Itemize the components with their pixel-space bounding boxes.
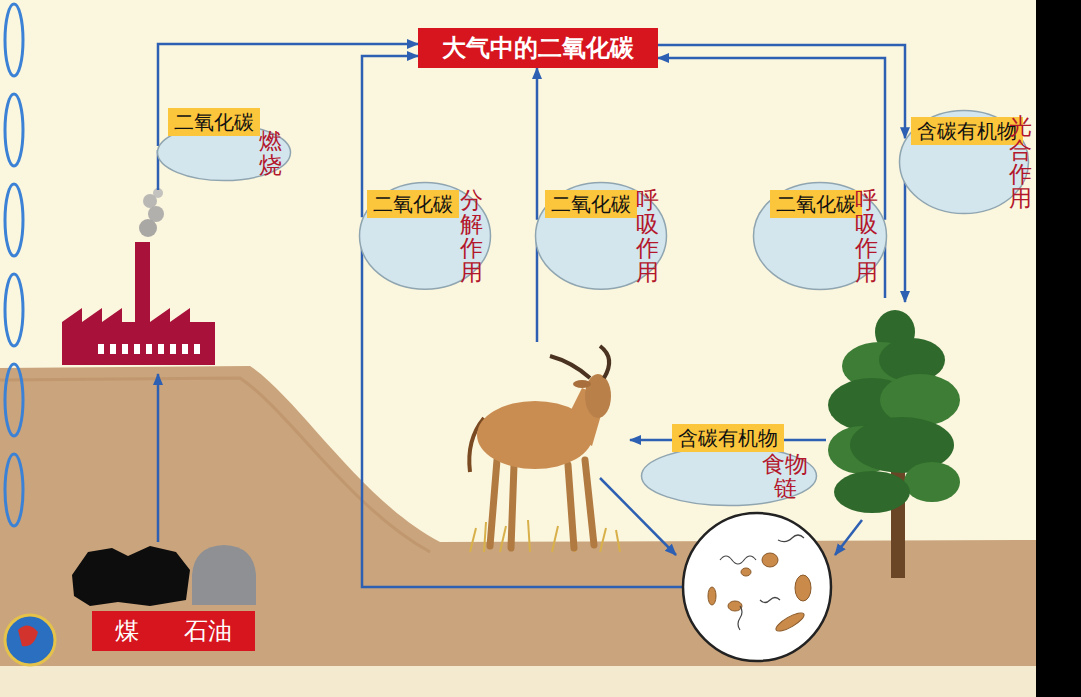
- node-text: 呼吸 作用: [626, 188, 668, 285]
- factory-window: [146, 344, 152, 354]
- antelope-leg: [585, 460, 594, 545]
- microbe-flagellum: [720, 556, 756, 564]
- factory-window: [98, 344, 104, 354]
- dna-decoration: [5, 4, 23, 76]
- node-text: 石油: [184, 615, 232, 647]
- process-ellipse: 二氧化碳分解 作用: [358, 181, 492, 291]
- process-ellipse: 含碳有机物食物链: [640, 445, 818, 507]
- flow-arrow: [658, 45, 905, 138]
- floor-band: [0, 666, 1036, 697]
- process-ellipse: 二氧化碳呼吸 作用: [752, 181, 888, 291]
- side-strip: [1036, 0, 1081, 697]
- flow-arrow: [536, 68, 539, 220]
- label-tag: 二氧化碳: [168, 108, 260, 136]
- ground-shade: [0, 378, 430, 552]
- microbe: [728, 601, 742, 611]
- microbe: [795, 575, 811, 601]
- factory-window: [134, 344, 140, 354]
- label-tag: 二氧化碳: [367, 190, 459, 218]
- dna-decoration: [5, 184, 23, 256]
- tree-foliage: [904, 462, 960, 502]
- antelope-head: [585, 374, 611, 418]
- process-ellipse: 含碳有机物光合 作用: [898, 109, 1030, 215]
- antelope-horn: [600, 346, 609, 378]
- tree-foliage: [834, 471, 910, 513]
- process-ellipse: 二氧化碳呼吸 作用: [534, 181, 668, 291]
- antelope-leg: [568, 465, 574, 548]
- label-tag: 二氧化碳: [545, 190, 637, 218]
- factory-window: [158, 344, 164, 354]
- dna-decoration: [5, 94, 23, 166]
- node-text: 燃烧: [248, 129, 292, 177]
- globe-logo: [18, 625, 38, 646]
- antelope-leg: [490, 460, 497, 546]
- node-text: 食物链: [752, 452, 818, 500]
- factory-window: [182, 344, 188, 354]
- antelope-ear: [573, 380, 591, 388]
- microbe-flagellum: [760, 598, 780, 603]
- smoke: [148, 206, 164, 222]
- factory-window: [194, 344, 200, 354]
- factory-window: [122, 344, 128, 354]
- dna-decoration: [5, 274, 23, 346]
- node-text: 分解 作用: [450, 188, 492, 285]
- node-text: 大气中的二氧化碳: [442, 32, 634, 64]
- flow-line: [835, 520, 862, 555]
- antelope-leg: [511, 465, 514, 548]
- flow-arrow: [158, 44, 418, 146]
- microbe: [741, 568, 751, 576]
- factory-chimney: [135, 242, 150, 324]
- label-tag: 含碳有机物: [911, 117, 1023, 145]
- coal-pile: [72, 546, 190, 606]
- flow-line: [157, 374, 160, 542]
- label-tag: 含碳有机物: [672, 424, 784, 452]
- dna-decoration: [5, 454, 23, 526]
- microbe: [774, 610, 807, 635]
- node-text: 呼吸 作用: [844, 188, 888, 285]
- fossil-fuel-band: 煤 石油: [92, 611, 255, 651]
- oil-deposit: [192, 545, 256, 605]
- label-tag: 二氧化碳: [770, 190, 862, 218]
- node-text: 光合 作用: [1009, 114, 1032, 211]
- process-ellipse: 二氧化碳燃烧: [156, 123, 292, 182]
- ground: [0, 366, 1036, 666]
- globe-logo: [5, 615, 55, 665]
- microbe: [762, 553, 778, 567]
- microbe-circle: [683, 513, 831, 661]
- factory-window: [170, 344, 176, 354]
- factory-window: [110, 344, 116, 354]
- microbe: [708, 587, 716, 605]
- antelope-horn: [550, 356, 590, 378]
- flow-arrow: [658, 58, 885, 220]
- factory-building: [62, 308, 215, 365]
- node-text: 煤: [115, 615, 139, 647]
- atmosphere-box: 大气中的二氧化碳: [418, 28, 658, 68]
- dna-decoration: [5, 364, 23, 436]
- microbe-flagellum: [738, 606, 742, 630]
- microbe-flagellum: [778, 535, 804, 542]
